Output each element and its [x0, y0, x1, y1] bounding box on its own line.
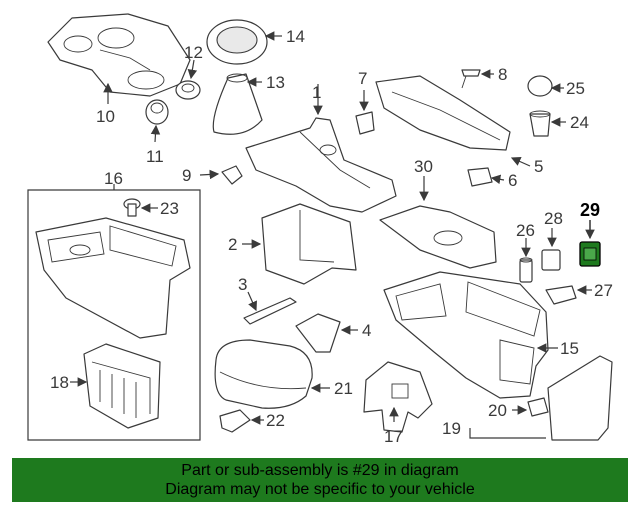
- callout-18: 18: [50, 373, 69, 392]
- callout-20: 20: [488, 401, 507, 420]
- callout-2: 2: [228, 235, 237, 254]
- part-27-clip[interactable]: [545, 285, 577, 305]
- part-18-storage-bin[interactable]: [83, 343, 161, 429]
- part-8-screw[interactable]: [461, 69, 481, 89]
- callout-10: 10: [96, 107, 115, 126]
- part-29-switch[interactable]: [579, 241, 601, 267]
- part-info-banner: Part or sub-assembly is #29 in diagram D…: [12, 458, 628, 502]
- callout-8: 8: [498, 65, 507, 84]
- callout-24: 24: [570, 113, 589, 132]
- banner-line-2: Diagram may not be specific to your vehi…: [165, 481, 475, 498]
- callout-16: 16: [104, 169, 123, 188]
- callout-22: 22: [266, 411, 285, 430]
- part-11-knob[interactable]: [145, 99, 169, 125]
- part-5-side-bracket[interactable]: [375, 75, 511, 151]
- part-25-cap[interactable]: [527, 75, 553, 97]
- part-20-clip[interactable]: [527, 397, 549, 417]
- callout-30: 30: [414, 157, 433, 176]
- part-6-clip[interactable]: [467, 167, 493, 187]
- callout-9: 9: [182, 166, 191, 185]
- part-28-cover[interactable]: [541, 249, 561, 271]
- callout-4: 4: [362, 321, 371, 340]
- part-15-main-console[interactable]: [383, 271, 549, 399]
- callout-19: 19: [442, 419, 461, 438]
- part-12-knob-insert[interactable]: [175, 80, 201, 100]
- part-2-bracket[interactable]: [261, 203, 357, 285]
- callout-11: 11: [146, 147, 164, 166]
- callout-28: 28: [544, 209, 563, 228]
- part-16-console-assembly[interactable]: [35, 217, 191, 339]
- part-24-cup-insert[interactable]: [529, 110, 551, 137]
- part-19-side-panel[interactable]: [547, 355, 613, 441]
- callout-7: 7: [358, 69, 367, 88]
- callout-21: 21: [334, 379, 353, 398]
- callout-6: 6: [508, 171, 517, 190]
- banner-line-1: Part or sub-assembly is #29 in diagram: [181, 462, 459, 479]
- callout-12: 12: [184, 43, 203, 62]
- callout-1: 1: [312, 83, 321, 102]
- callout-26: 26: [516, 221, 535, 240]
- part-30-top-panel[interactable]: [379, 205, 497, 269]
- callout-14: 14: [286, 27, 305, 46]
- part-17-support-bracket[interactable]: [363, 361, 433, 433]
- part-14-ring[interactable]: [206, 19, 268, 65]
- callout-15: 15: [560, 339, 579, 358]
- callout-17: 17: [384, 427, 403, 446]
- callout-27: 27: [594, 281, 613, 300]
- part-26-socket[interactable]: [519, 257, 533, 283]
- callout-29: 29: [580, 200, 600, 220]
- callout-23: 23: [160, 199, 179, 218]
- callout-13: 13: [266, 73, 285, 92]
- part-3-strip[interactable]: [243, 297, 297, 325]
- part-7-bracket[interactable]: [355, 111, 375, 135]
- parts-diagram: 10 14 12 13 11 9 1 7: [27, 13, 613, 446]
- callout-3: 3: [238, 275, 247, 294]
- part-16-group-box: [27, 189, 201, 441]
- part-10-shifter-bezel[interactable]: [47, 13, 191, 97]
- part-23-plug[interactable]: [123, 198, 141, 217]
- part-4-bracket[interactable]: [295, 313, 341, 353]
- part-9-clip[interactable]: [221, 165, 243, 185]
- part-22-latch[interactable]: [219, 409, 251, 433]
- part-1-console-panel[interactable]: [245, 117, 397, 213]
- part-21-armrest-lid[interactable]: [214, 339, 313, 409]
- callout-5: 5: [534, 157, 543, 176]
- part-13-shift-boot[interactable]: [212, 73, 263, 135]
- callout-25: 25: [566, 79, 585, 98]
